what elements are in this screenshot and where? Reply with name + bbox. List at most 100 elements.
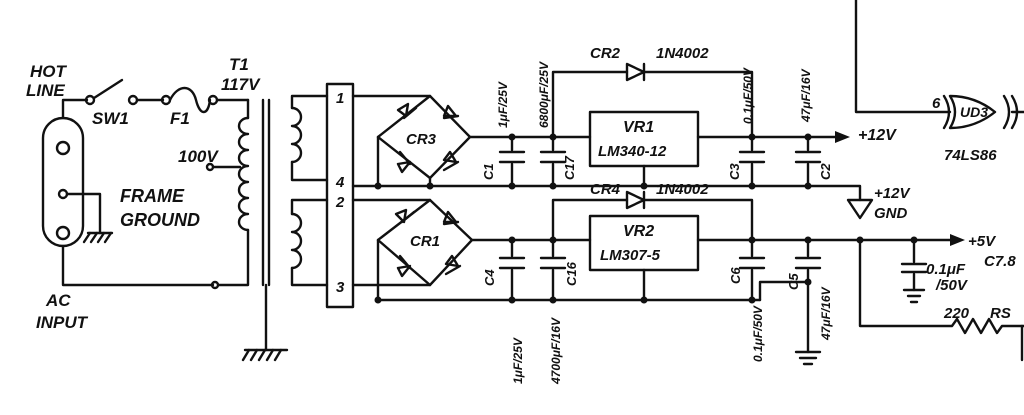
c6-value-label: 0.1μF/50V — [751, 305, 765, 362]
chassis-ground-symbol — [82, 231, 114, 244]
ac-input-section — [41, 78, 355, 362]
c3-value-label: 0.1μF/50V — [741, 67, 755, 124]
sec1-lead-bottom — [290, 160, 329, 182]
volt-117-label: 117V — [221, 75, 261, 94]
r220-label: 220 — [943, 305, 970, 322]
transformer-core — [261, 98, 271, 287]
cr1-label: CR1 — [410, 233, 440, 250]
hot-line-wire — [61, 98, 89, 120]
gnd-c5-symbol — [794, 350, 822, 366]
cr2-wire-right — [642, 70, 754, 139]
cr4-wire-left — [551, 198, 629, 242]
frame-label: FRAME — [120, 186, 185, 206]
c2-label: C2 — [818, 163, 833, 180]
gnd-link — [758, 280, 810, 302]
c3-capacitor — [738, 135, 766, 188]
c17-value-label: 6800μF/25V — [537, 61, 551, 128]
frame-ground-wire — [65, 192, 102, 235]
rectifier-section — [351, 94, 862, 302]
cr2-wire-left — [551, 70, 629, 139]
rs-label: RS — [990, 305, 1011, 322]
terminal-1-label: 1 — [336, 90, 344, 107]
c17-label: C17 — [562, 155, 577, 180]
regulator-5v-section — [374, 190, 1024, 366]
c4-label: C4 — [482, 269, 497, 286]
ground-bus — [351, 184, 862, 202]
plus12v-gnd-label-2: GND — [874, 205, 908, 222]
cr1-bridge — [376, 198, 474, 287]
c16-capacitor — [539, 238, 567, 302]
terminal-2-label: 2 — [335, 194, 345, 211]
gnd-c7-symbol — [902, 288, 926, 304]
plus12v-gnd-label-1: +12V — [874, 185, 911, 202]
c6-capacitor — [738, 238, 766, 302]
cr2-diode — [625, 62, 646, 82]
plus12v-label: +12V — [858, 127, 897, 144]
terminal-block — [325, 82, 355, 309]
c6-label: C6 — [728, 267, 743, 284]
c1-value-label: 1μF/25V — [496, 81, 510, 128]
plus5v-label: +5V — [968, 233, 997, 250]
line-label: LINE — [26, 81, 65, 100]
earth-ground-symbol — [241, 348, 289, 362]
plus5v-arrow — [950, 234, 965, 246]
c16-value-label: 4700μF/16V — [549, 317, 563, 385]
primary-terminal — [210, 280, 220, 290]
neutral-wire — [61, 244, 215, 287]
plug-pin-top — [55, 140, 71, 156]
sec2-lead-top — [290, 198, 329, 216]
c4-capacitor — [498, 238, 526, 302]
c2-capacitor — [794, 135, 822, 188]
cr2-label: CR2 — [590, 45, 621, 62]
primary-lead-bottom — [216, 228, 250, 287]
c5-capacitor — [794, 238, 822, 354]
c7-label: C7.8 — [984, 253, 1016, 270]
cr4-diode — [625, 190, 646, 210]
regulator-12v-section — [374, 62, 874, 220]
vr1-part-label: LM340-12 — [598, 143, 667, 160]
volt-100-label: 100V — [178, 147, 219, 166]
gnd-12v-symbol — [846, 198, 874, 220]
cr4-wire-right — [642, 198, 754, 242]
c16-label: C16 — [564, 261, 579, 286]
ud3-gate — [948, 94, 997, 130]
sec1-lead-top — [290, 94, 329, 110]
secondary-winding-2 — [290, 212, 303, 270]
c5-label: C5 — [786, 273, 801, 290]
ic-74ls86-label: 74LS86 — [944, 147, 997, 164]
ud3-xor-arc — [942, 94, 951, 130]
junction-dots-12v — [374, 133, 812, 190]
c7-value-label-1: 0.1μF — [926, 261, 966, 278]
c7-capacitor — [900, 238, 928, 292]
pin6-label: 6 — [932, 95, 941, 112]
ud3-label: UD3 — [960, 104, 988, 120]
tap-100v-terminal — [205, 162, 215, 172]
cr3-label: CR3 — [406, 131, 437, 148]
cr4-part-label: 1N4002 — [656, 181, 709, 198]
ud3-input-wire — [854, 0, 952, 114]
plug-pin-bottom — [55, 225, 71, 241]
sec2-lead-bottom — [290, 266, 329, 287]
f1-fuse — [168, 86, 212, 114]
c1-label: C1 — [481, 163, 496, 180]
ac-label: AC — [45, 291, 71, 310]
c4-value-label: 1μF/25V — [511, 337, 525, 384]
ground-label: GROUND — [120, 210, 200, 230]
primary-winding — [237, 116, 250, 232]
plus12v-arrow — [835, 131, 850, 143]
c5-value-label: 47μF/16V — [819, 286, 833, 341]
input-label: INPUT — [36, 313, 89, 332]
text-labels: HOT LINE SW1 F1 T1 117V 100V FRAME GROUN… — [26, 45, 1016, 385]
c1-capacitor — [498, 135, 526, 188]
c2-value-label: 47μF/16V — [799, 68, 813, 123]
vr2-label: VR2 — [623, 223, 654, 240]
cr2-part-label: 1N4002 — [656, 45, 709, 62]
c3-label: C3 — [727, 163, 742, 180]
c7-value-label-2: /50V — [935, 277, 969, 294]
cr4-label: CR4 — [590, 181, 621, 198]
hot-label: HOT — [30, 62, 68, 81]
sw1-lever — [92, 78, 124, 100]
sw1-label: SW1 — [92, 109, 129, 128]
t1-label: T1 — [229, 55, 249, 74]
